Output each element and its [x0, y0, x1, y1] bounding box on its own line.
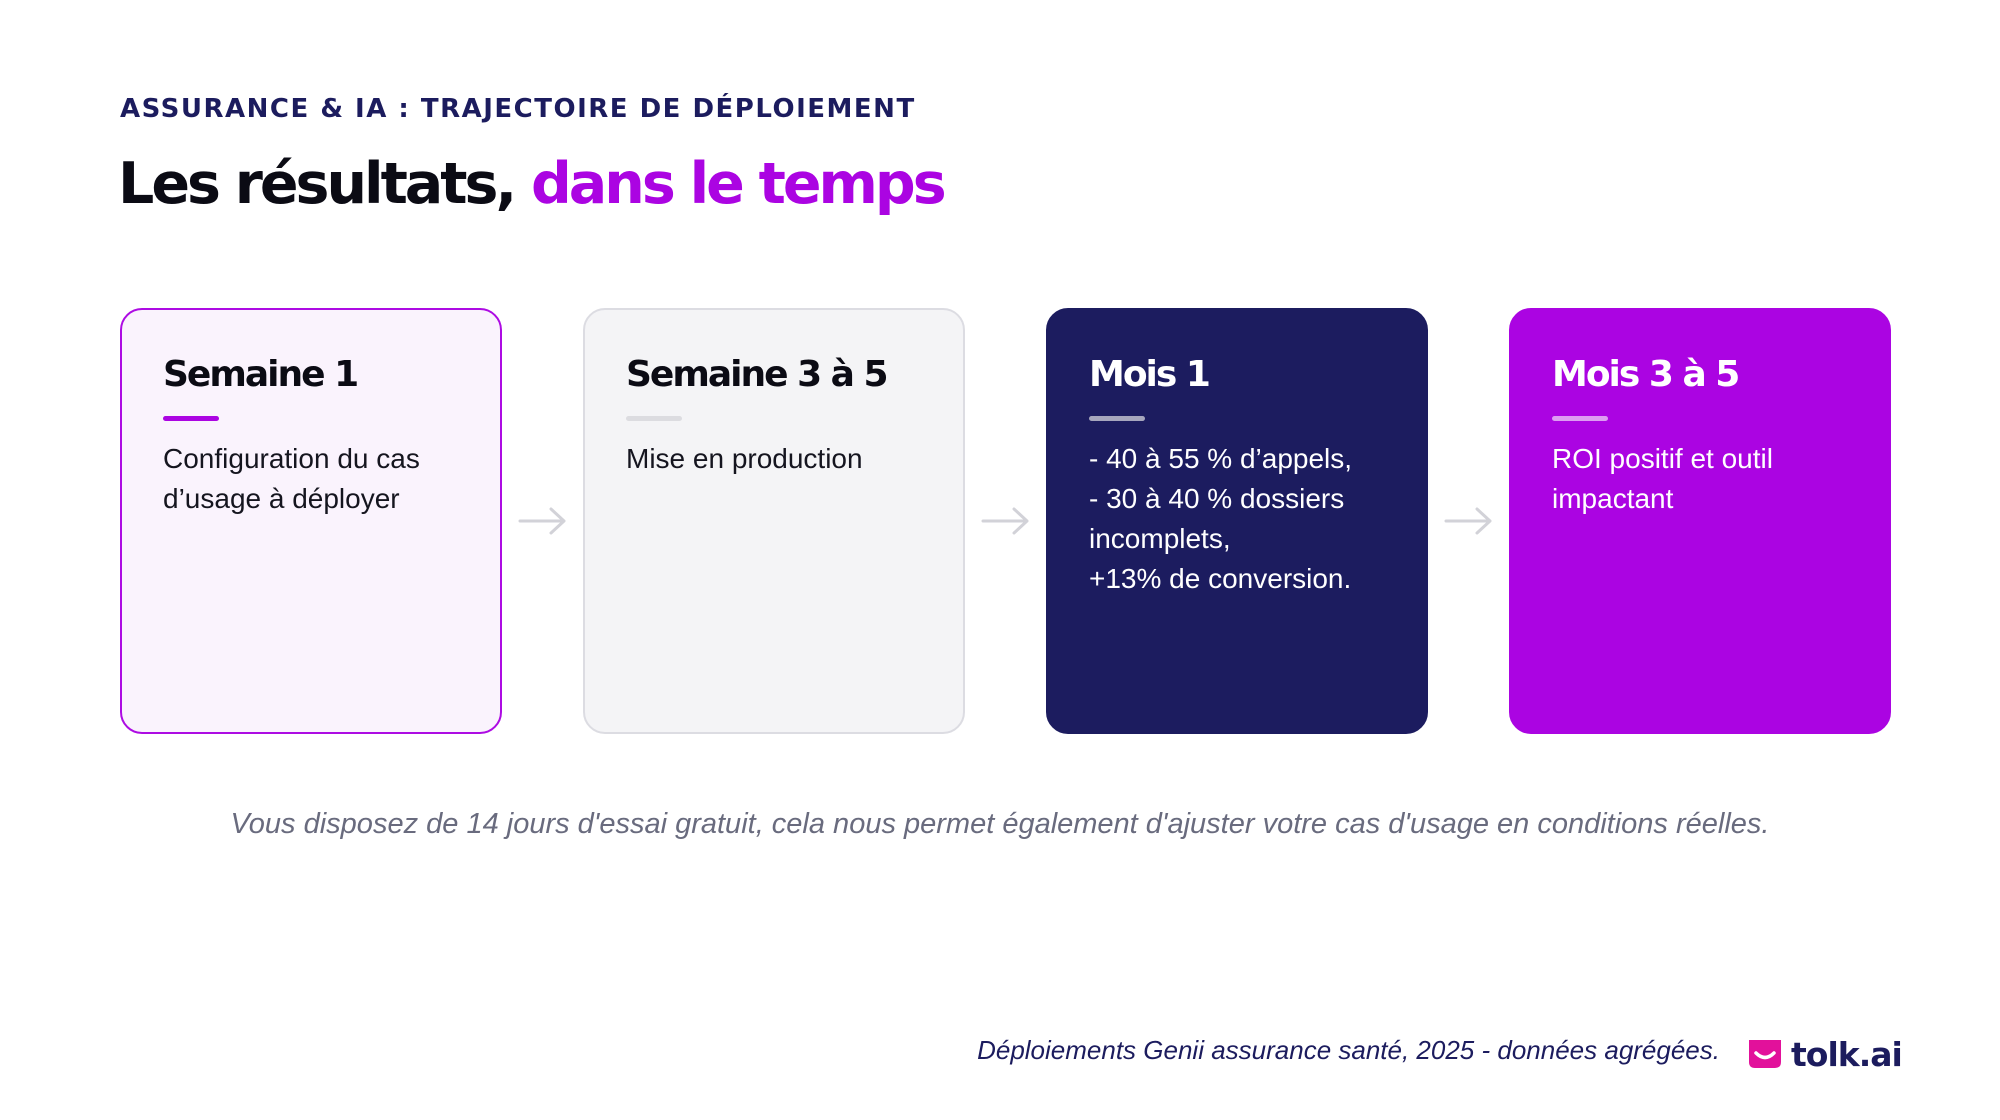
card-description: ROI positif et outil impactant [1552, 443, 1773, 514]
arrow-right-icon [1444, 507, 1492, 535]
card-description: - 40 à 55 % d’appels, - 30 à 40 % dossie… [1089, 443, 1353, 594]
tolk-logo-icon [1749, 1040, 1781, 1068]
timeline-card-month-1: Mois 1 - 40 à 55 % d’appels, - 30 à 40 %… [1046, 308, 1428, 734]
page-title-main: Les résultats, [118, 151, 517, 217]
trial-note: Vous disposez de 14 jours d'essai gratui… [230, 808, 1770, 840]
timeline-card-week-3-5: Semaine 3 à 5 Mise en production [583, 308, 965, 734]
timeline-card-week-1: Semaine 1 Configuration du cas d’usage à… [120, 308, 502, 734]
card-title: Mois 3 à 5 [1552, 354, 1740, 395]
page-title: Les résultats, dans le temps [118, 148, 947, 220]
card-title: Mois 1 [1089, 354, 1211, 395]
card-divider [1552, 416, 1608, 421]
card-divider [626, 416, 682, 421]
card-divider [1089, 416, 1145, 421]
card-description: Configuration du cas d’usage à déployer [163, 443, 420, 514]
timeline-card-month-3-5: Mois 3 à 5 ROI positif et outil impactan… [1509, 308, 1891, 734]
logo-wordmark: tolk.ai [1791, 1034, 1903, 1074]
arrow-right-icon [981, 507, 1029, 535]
card-divider [163, 416, 219, 421]
brand-logo: tolk.ai [1745, 1034, 1903, 1074]
section-eyebrow: ASSURANCE & IA : TRAJECTOIRE DE DÉPLOIEM… [120, 94, 916, 124]
card-title: Semaine 1 [163, 354, 359, 395]
card-description: Mise en production [626, 443, 863, 474]
card-title: Semaine 3 à 5 [626, 354, 889, 395]
page-title-accent: dans le temps [530, 151, 947, 217]
arrow-right-icon [518, 507, 566, 535]
source-caption: Déploiements Genii assurance santé, 2025… [977, 1035, 1720, 1065]
